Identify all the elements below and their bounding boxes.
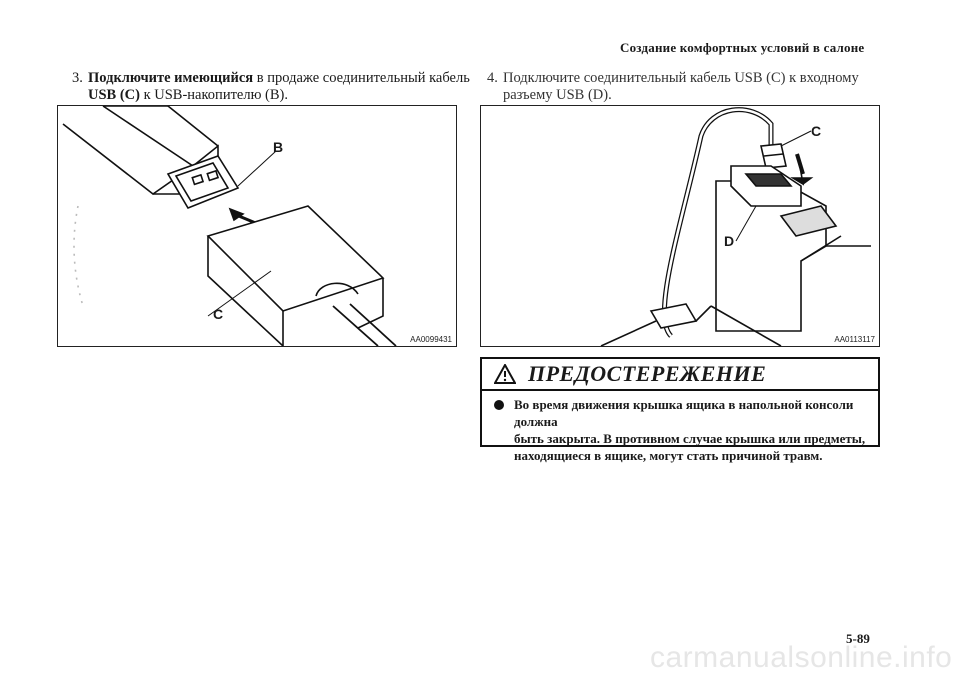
- warning-line: быть закрыта. В противном случае крышка …: [514, 431, 866, 446]
- step-4-line1: Подключите соединительный кабель USB (C)…: [503, 70, 859, 86]
- warning-line: находящиеся в ящике, могут стать причино…: [514, 448, 823, 463]
- warning-title: ПРЕДОСТЕРЕЖЕНИЕ: [528, 361, 767, 386]
- step-3-line1: в продаже соединительный кабель: [253, 70, 470, 86]
- step-3-text: 3. Подключите имеющийся в продаже соедини…: [72, 70, 472, 104]
- label-d: D: [724, 233, 735, 249]
- step-3-bold2: USB (C): [88, 87, 140, 103]
- page-number: 5-89: [846, 631, 870, 646]
- usb-port-illustration: C D AA0113117: [480, 105, 880, 347]
- step-3-bold: Подключите имеющийся: [88, 70, 254, 86]
- warning-title-bar: ПРЕДОСТЕРЕЖЕНИЕ: [482, 359, 878, 391]
- step-4-line2: разъему USB (D).: [503, 87, 612, 103]
- usb-drive-drawing: [62, 106, 397, 346]
- usb-drive-illustration: B C AA0099431: [57, 105, 457, 347]
- warning-text: Во время движения крышка ящика в напольн…: [482, 391, 878, 464]
- step-number: 3.: [72, 70, 83, 86]
- warning-line: Во время движения крышка ящика в напольн…: [514, 397, 854, 429]
- label-c: C: [213, 306, 224, 322]
- step-3-line2: к USB-накопителю (B).: [139, 87, 288, 103]
- watermark: carmanualsonline.info: [650, 641, 953, 674]
- figure-code: AA0113117: [834, 335, 875, 344]
- figure-code: AA0099431: [410, 335, 452, 344]
- section-header: Создание комфортных условий в салоне: [620, 40, 865, 55]
- bullet-icon: [494, 400, 504, 410]
- usb-port-drawing: [600, 107, 871, 346]
- warning-box: ПРЕДОСТЕРЕЖЕНИЕ Во время движения крышка…: [480, 357, 880, 463]
- label-c: C: [811, 123, 822, 139]
- step-number: 4.: [487, 70, 498, 86]
- warning-triangle-icon: [493, 362, 517, 384]
- step-4-text: 4. Подключите соединительный кабель USB (…: [487, 70, 887, 104]
- label-b: B: [273, 139, 284, 155]
